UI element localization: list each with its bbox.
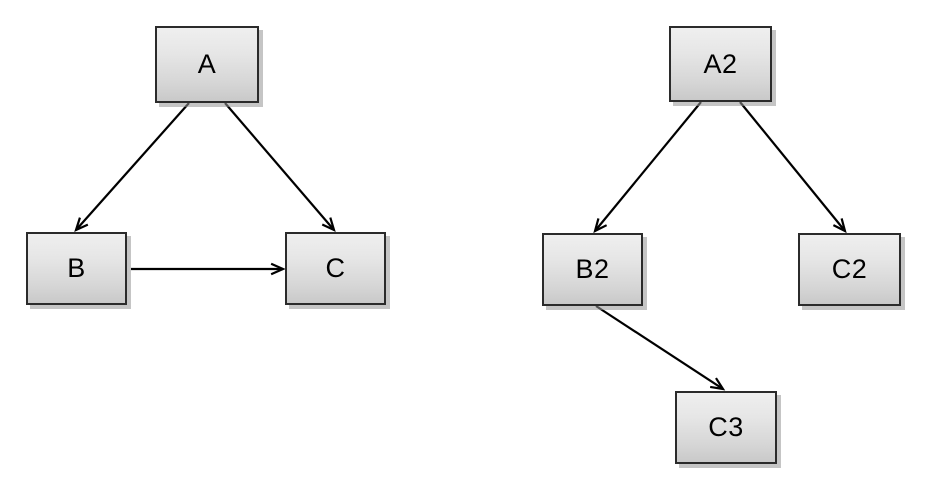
edge-a-to-c — [224, 102, 335, 231]
edge-a-to-b — [75, 102, 190, 231]
node-label: C3 — [708, 412, 744, 442]
arrowhead-b2-to-c3 — [709, 377, 726, 391]
node-label: C2 — [831, 254, 868, 284]
node-label: A2 — [703, 48, 738, 79]
arrowhead-b-to-c — [270, 262, 286, 276]
node-b[interactable]: B — [26, 232, 127, 305]
node-label: C — [325, 253, 346, 283]
arrowhead-a-to-c — [321, 217, 336, 233]
node-c2[interactable]: C2 — [798, 233, 901, 306]
node-label: A — [197, 49, 217, 79]
arrowhead-a-to-b — [74, 217, 89, 233]
edge-a2-to-c2 — [739, 101, 846, 232]
edge-a2-to-b2 — [594, 101, 702, 232]
node-b2[interactable]: B2 — [542, 233, 643, 306]
node-label: B2 — [575, 254, 610, 284]
edge-b2-to-c3 — [595, 305, 724, 390]
node-label: B — [67, 253, 86, 283]
arrowhead-a2-to-c2 — [832, 218, 847, 234]
arrowhead-a2-to-b2 — [593, 218, 608, 234]
node-a2[interactable]: A2 — [669, 26, 772, 102]
node-c3[interactable]: C3 — [675, 391, 777, 464]
node-a[interactable]: A — [155, 26, 259, 103]
node-c[interactable]: C — [285, 232, 386, 305]
